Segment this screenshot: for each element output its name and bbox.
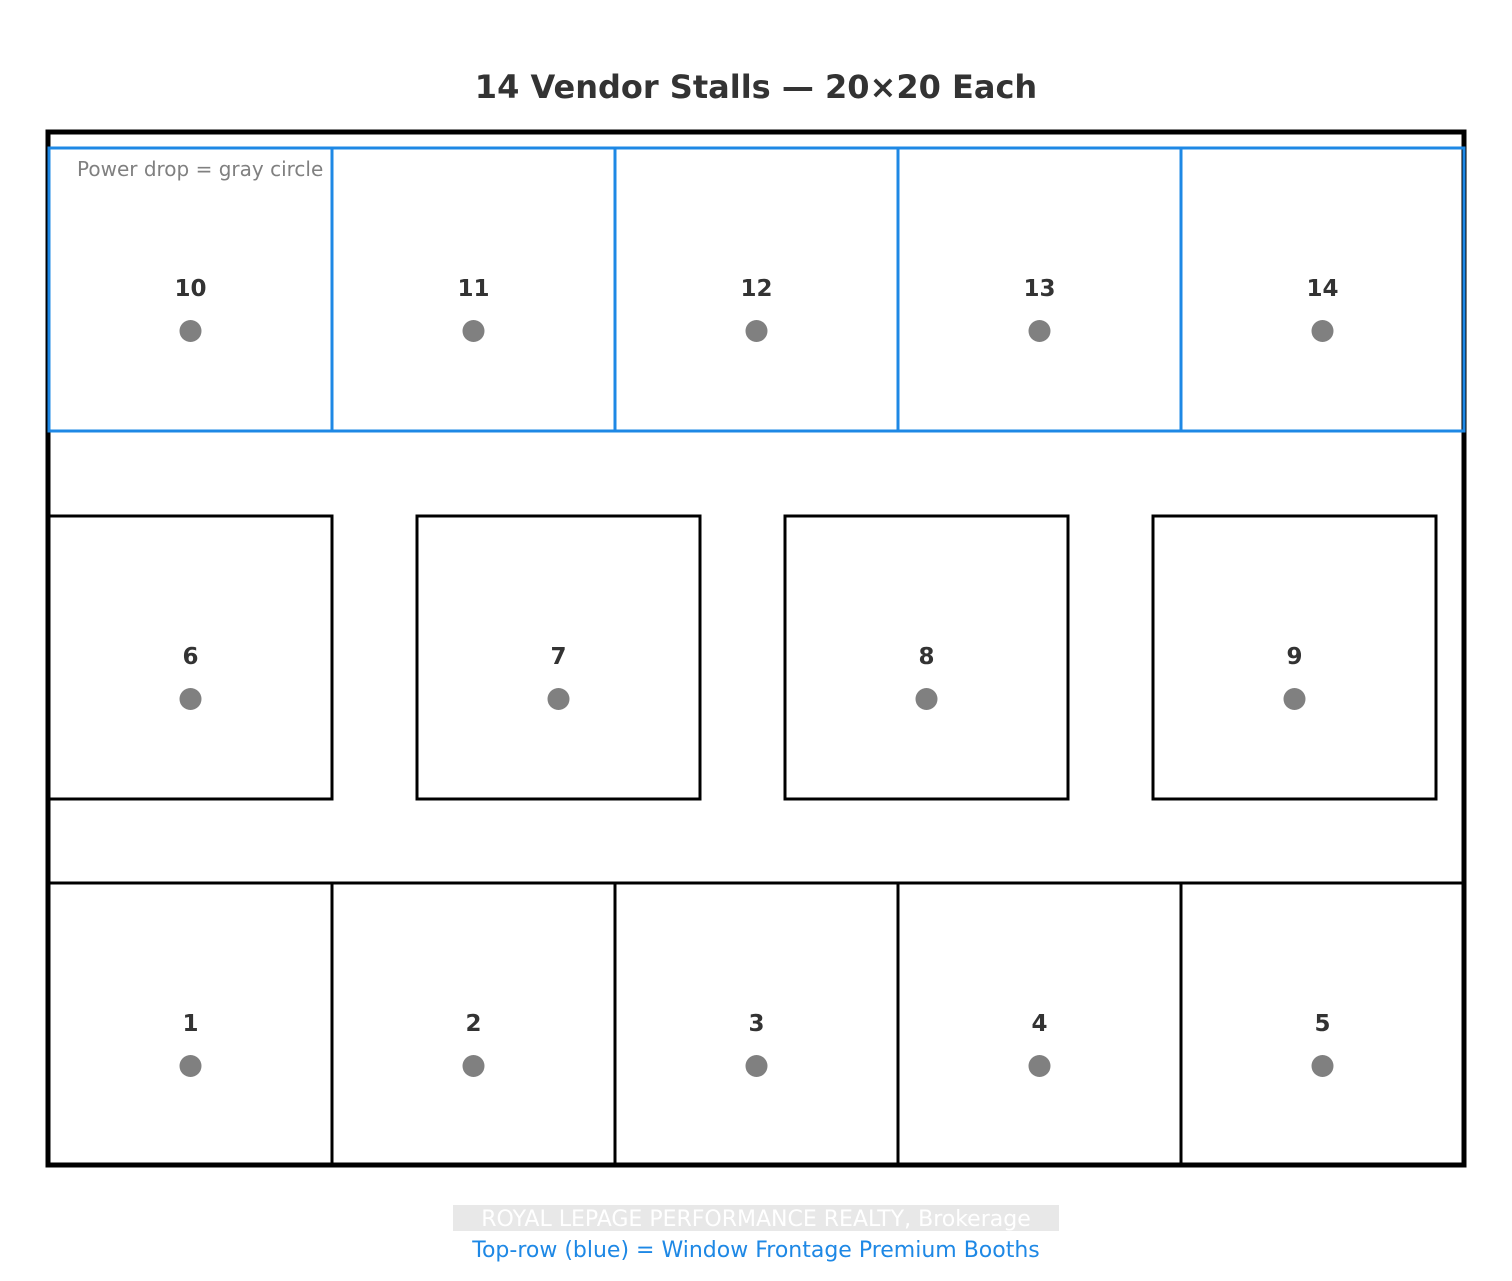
power-drop-icon	[179, 320, 202, 342]
stall-outline	[783, 514, 1070, 801]
power-drop-icon	[547, 688, 570, 710]
stall-2[interactable]: 2	[330, 881, 617, 1168]
power-drop-icon	[1028, 1055, 1051, 1077]
power-drop-icon	[462, 1055, 485, 1077]
power-drop-icon	[1283, 688, 1306, 710]
power-drop-icon	[462, 320, 485, 342]
watermark-text: ROYAL LEPAGE PERFORMANCE REALTY, Brokera…	[481, 1207, 1030, 1232]
power-drop-icon	[1311, 1055, 1334, 1077]
stall-number: 14	[1306, 276, 1338, 302]
stall-4[interactable]: 4	[896, 881, 1183, 1168]
stall-12[interactable]: 12	[613, 146, 900, 433]
stall-10[interactable]: 10	[47, 146, 334, 433]
stall-number: 7	[550, 644, 566, 670]
power-drop-icon	[1311, 320, 1334, 342]
stall-number: 11	[457, 276, 489, 302]
stall-5[interactable]: 5	[1179, 881, 1466, 1168]
stall-14[interactable]: 14	[1179, 146, 1466, 433]
power-drop-icon	[745, 1055, 768, 1077]
stall-8[interactable]: 8	[783, 514, 1070, 801]
stall-outline	[1151, 514, 1438, 801]
stall-7[interactable]: 7	[415, 514, 702, 801]
stall-3[interactable]: 3	[613, 881, 900, 1168]
power-drop-icon	[915, 688, 938, 710]
power-drop-note: Power drop = gray circle	[77, 157, 323, 181]
stall-13[interactable]: 13	[896, 146, 1183, 433]
diagram-title: 14 Vendor Stalls — 20×20 Each	[475, 68, 1037, 106]
premium-stall-outline	[1179, 146, 1466, 433]
stall-1[interactable]: 1	[47, 881, 334, 1168]
stall-number: 3	[748, 1011, 764, 1037]
stall-9[interactable]: 9	[1151, 514, 1438, 801]
stall-number: 13	[1023, 276, 1055, 302]
stall-number: 12	[740, 276, 772, 302]
stall-outline	[415, 514, 702, 801]
stall-number: 10	[174, 276, 206, 302]
stall-number: 5	[1314, 1011, 1330, 1037]
power-drop-icon	[745, 320, 768, 342]
stall-outline	[1179, 881, 1466, 1168]
stall-number: 8	[918, 644, 934, 670]
stall-number: 1	[182, 1011, 198, 1037]
power-drop-icon	[179, 1055, 202, 1077]
power-drop-icon	[179, 688, 202, 710]
power-drop-icon	[1028, 320, 1051, 342]
stall-11[interactable]: 11	[330, 146, 617, 433]
stall-number: 4	[1031, 1011, 1047, 1037]
stall-number: 6	[182, 644, 198, 670]
watermark: ROYAL LEPAGE PERFORMANCE REALTY, Brokera…	[453, 1205, 1059, 1232]
premium-footnote: Top-row (blue) = Window Frontage Premium…	[471, 1238, 1040, 1263]
stall-number: 9	[1286, 644, 1302, 670]
stall-6[interactable]: 6	[47, 514, 334, 801]
watermark-band	[453, 1205, 1059, 1231]
stall-outline	[47, 514, 334, 801]
stall-number: 2	[465, 1011, 481, 1037]
